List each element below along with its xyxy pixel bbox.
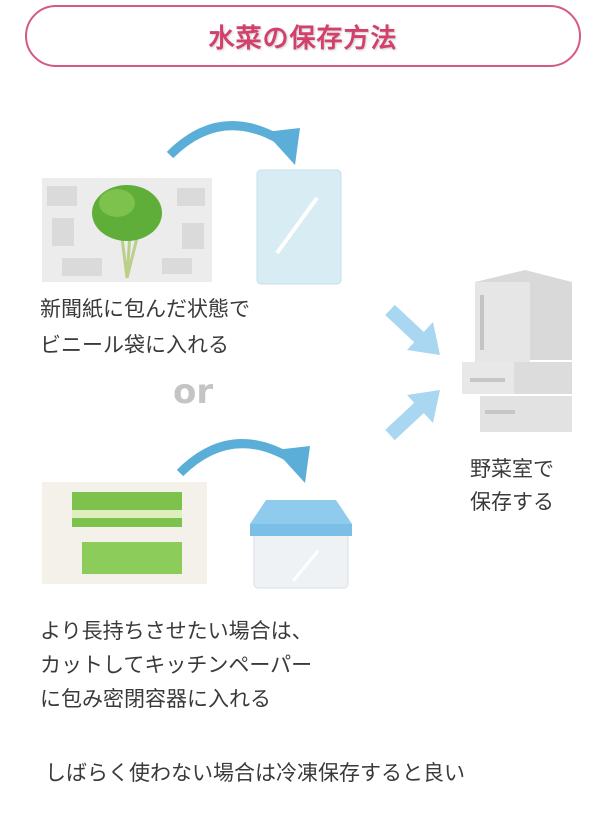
title-banner: 水菜の保存方法 (25, 5, 581, 67)
step2-line3: に包み密閉容器に入れる (40, 687, 271, 711)
or-label: or (173, 372, 214, 412)
curved-arrow-icon (166, 121, 300, 165)
curved-arrow-icon (176, 439, 310, 483)
refrigerator-image (462, 270, 572, 432)
fridge-line2: 保存する (470, 490, 554, 514)
step1-line2: ビニール袋に入れる (40, 333, 229, 357)
newspaper-wrapped-mizuna-image (42, 178, 212, 282)
sealed-container-image (250, 500, 352, 589)
step2-line1: より長持ちさせたい場合は、 (40, 619, 313, 643)
arrow-down-right-icon (385, 304, 440, 355)
freezing-note: しばらく使わない場合は冷凍保存すると良い (45, 761, 465, 785)
paper-wrapped-cut-mizuna-image (42, 482, 207, 584)
page-title: 水菜の保存方法 (208, 23, 398, 54)
step1-line1: 新聞紙に包んだ状態で (40, 297, 250, 321)
fridge-line1: 野菜室で (470, 457, 554, 481)
plastic-bag-image (256, 169, 342, 285)
step2-line2: カットしてキッチンペーパー (40, 653, 313, 677)
arrow-up-right-icon (385, 390, 440, 441)
